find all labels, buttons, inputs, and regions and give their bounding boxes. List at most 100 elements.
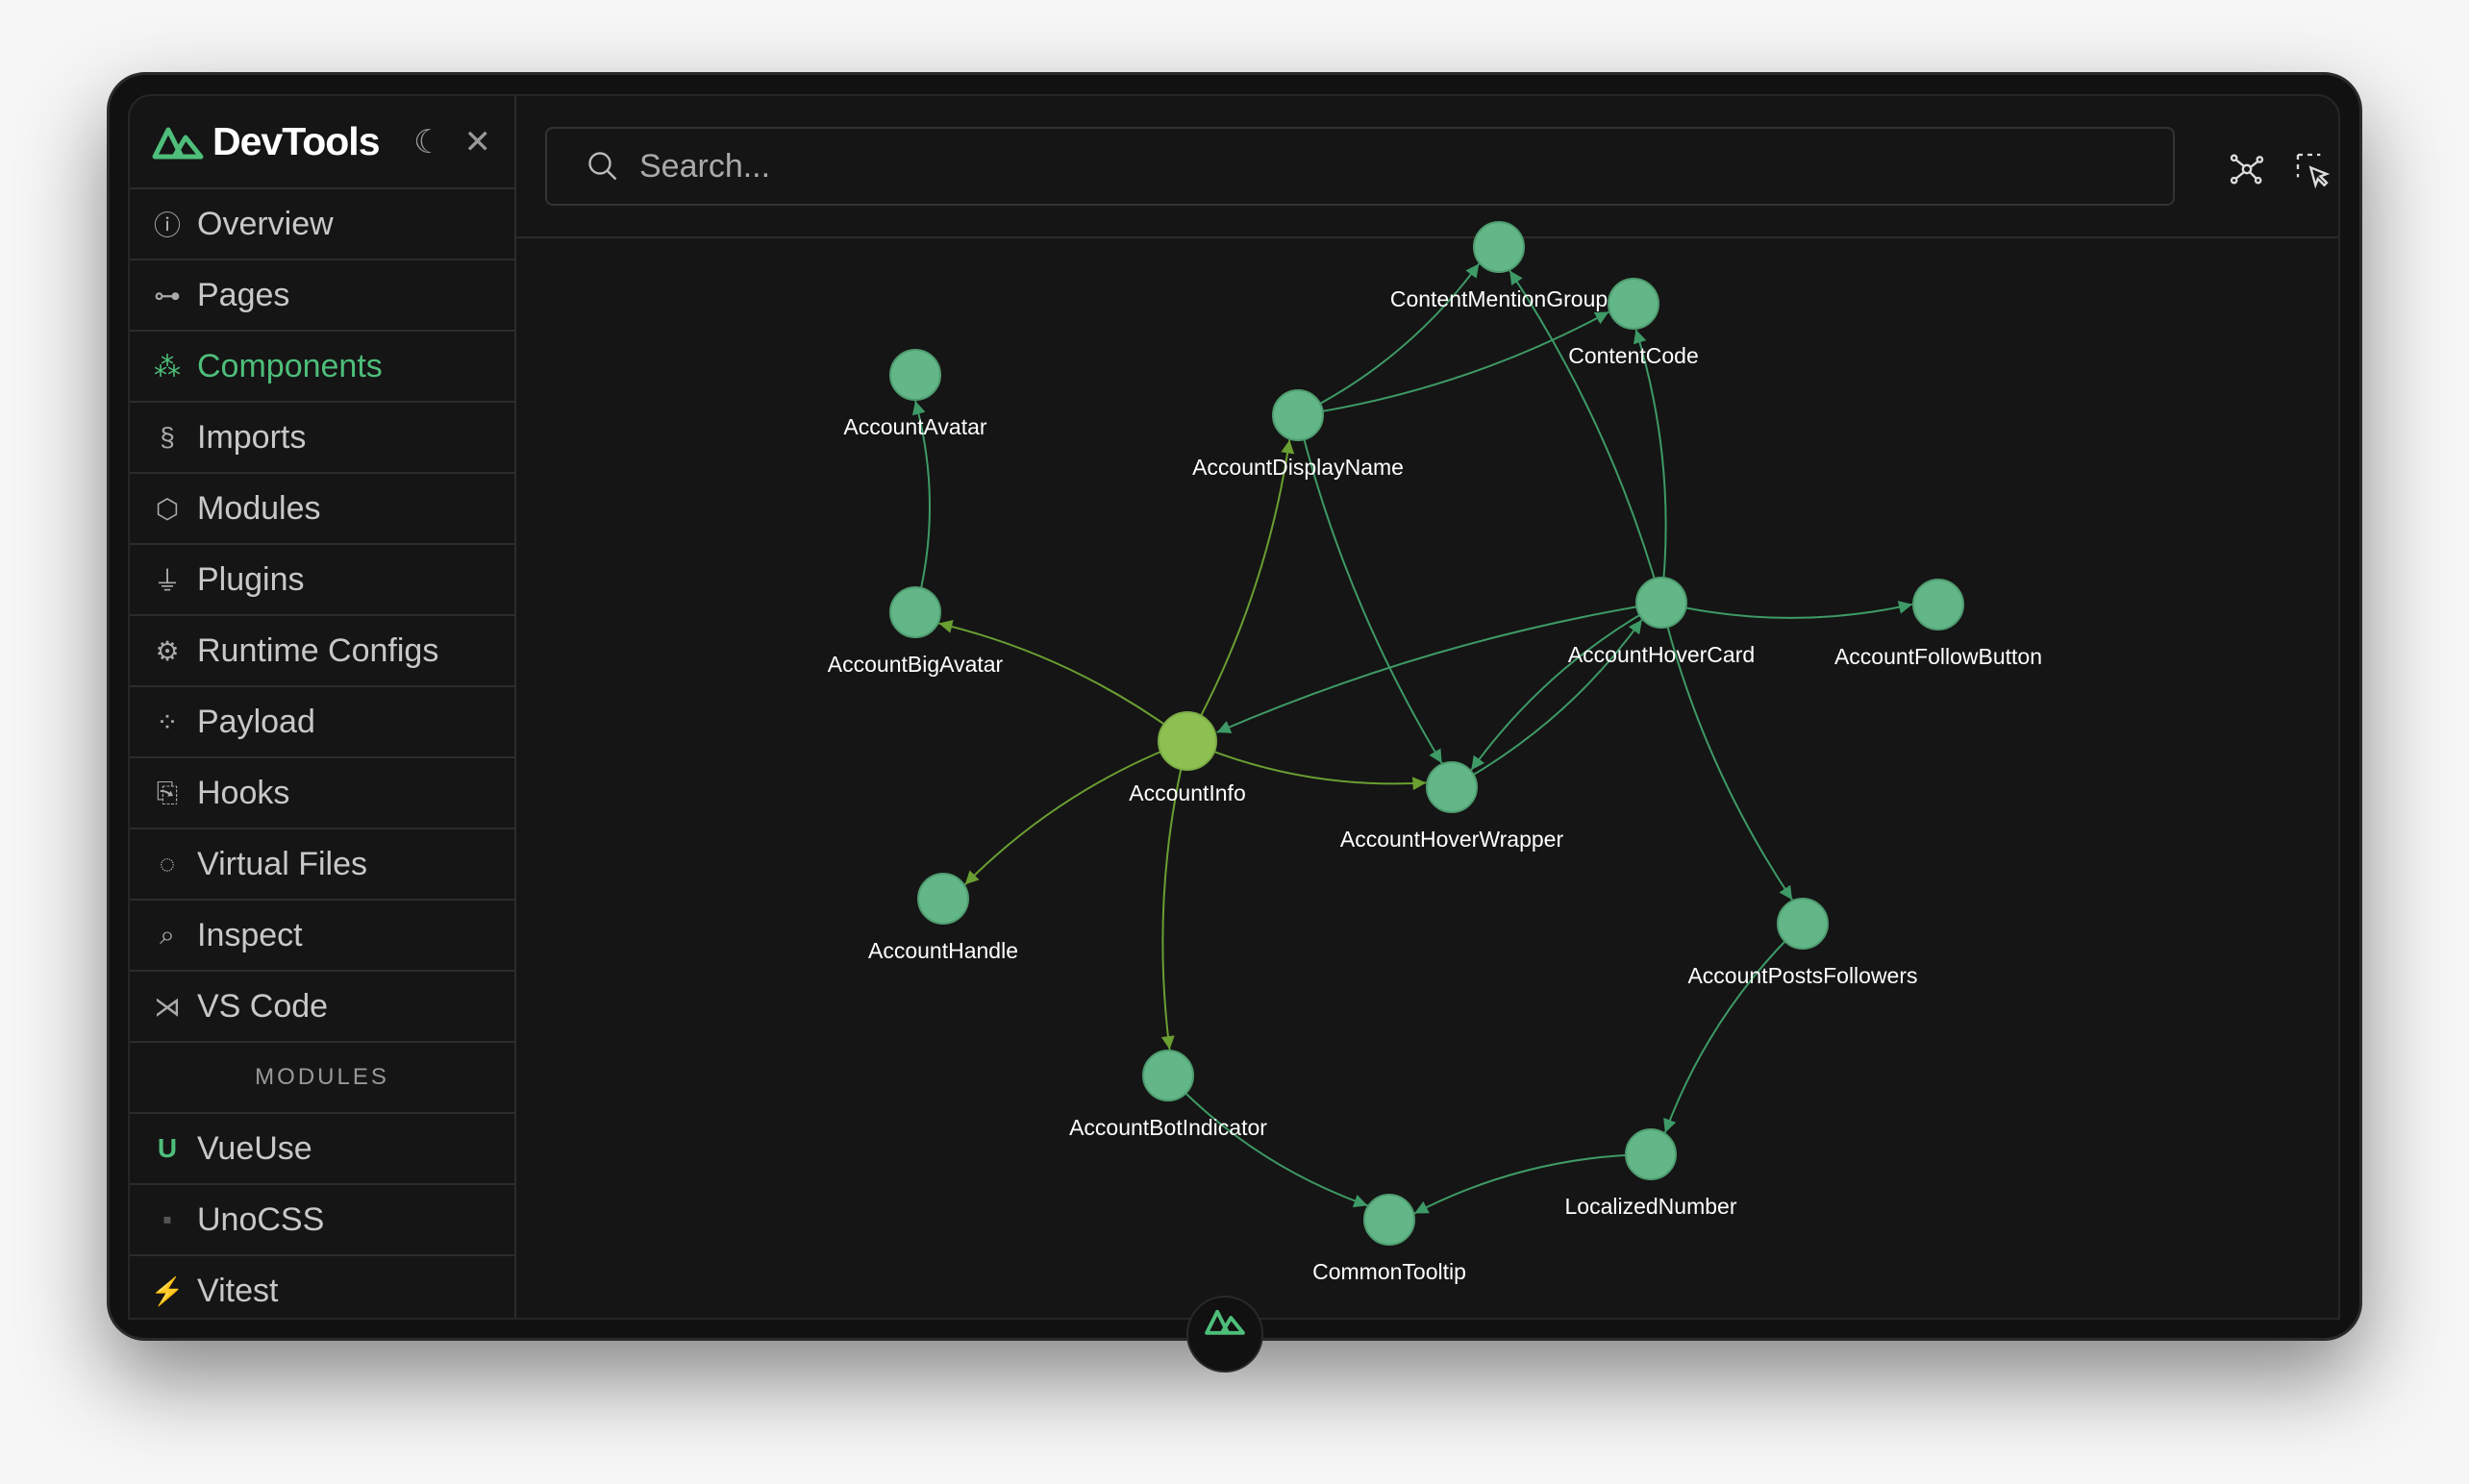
node-circle[interactable]: [1777, 898, 1829, 950]
sidebar-item-runtime-configs[interactable]: ⚙ Runtime Configs: [130, 616, 514, 687]
edge-AccountBigAvatar-AccountAvatar: [911, 400, 931, 613]
sidebar-item-vueuse[interactable]: U VueUse: [130, 1114, 514, 1185]
sidebar-item-pages[interactable]: ⊶ Pages: [130, 260, 514, 332]
sidebar-item-payload[interactable]: ⁘Payload: [130, 687, 514, 758]
edge-AccountBotIndicator-CommonTooltip: [1167, 1075, 1368, 1208]
node-circle[interactable]: [1625, 1128, 1677, 1180]
node-circle[interactable]: [889, 349, 941, 401]
node-label: AccountInfo: [1129, 780, 1245, 805]
node-circle[interactable]: [1635, 577, 1687, 629]
modules-icon: ⬡: [155, 493, 180, 524]
edge-AccountInfo-AccountDisplayName: [1186, 439, 1295, 742]
sidebar-item-label: Virtual Files: [197, 845, 367, 882]
graph-layout-icon[interactable]: [2228, 150, 2266, 188]
select-pointer-icon[interactable]: [2293, 150, 2332, 188]
tree-icon: ⊶: [154, 280, 181, 310]
graph-node[interactable]: AccountBotIndicator: [1069, 1050, 1267, 1140]
node-circle[interactable]: [1158, 711, 1217, 771]
topbar: [514, 96, 2338, 238]
gear-icon: ⚙: [155, 635, 180, 666]
graph-node[interactable]: ContentMentionGroup: [1390, 221, 1608, 311]
graph-node[interactable]: CommonTooltip: [1312, 1194, 1466, 1284]
nuxt-devtools-toggle-button[interactable]: [1186, 1296, 1263, 1373]
nuxt-logo-icon: [1205, 1309, 1245, 1335]
node-circle[interactable]: [1426, 761, 1478, 813]
nuxt-logo-icon: [152, 127, 204, 159]
node-circle[interactable]: [1473, 221, 1525, 273]
node-label: AccountBigAvatar: [828, 652, 1004, 677]
graph-node[interactable]: AccountFollowButton: [1834, 579, 2042, 669]
node-label: AccountHoverWrapper: [1340, 827, 1564, 852]
node-circle[interactable]: [917, 873, 969, 925]
sidebar-item-label: Imports: [197, 418, 307, 456]
graph-node[interactable]: AccountDisplayName: [1192, 389, 1404, 480]
vueuse-icon: U: [157, 1133, 178, 1163]
vscode-icon: ⋊: [154, 991, 181, 1022]
sidebar-item-vs-code[interactable]: ⋊ VS Code: [130, 972, 514, 1043]
graph-node[interactable]: AccountAvatar: [843, 349, 987, 439]
edge-AccountDisplayName-ContentMentionGroup: [1297, 262, 1481, 416]
components-icon: ⁂: [154, 351, 181, 382]
sidebar-item-components[interactable]: ⁂ Components: [130, 332, 514, 403]
search-input[interactable]: [637, 146, 2083, 186]
sidebar-item-label: VS Code: [197, 987, 329, 1025]
graph-node[interactable]: AccountHandle: [868, 873, 1018, 963]
vitest-icon: ⚡: [150, 1275, 185, 1306]
graph-node[interactable]: AccountHoverWrapper: [1340, 761, 1564, 852]
node-circle[interactable]: [1608, 278, 1659, 330]
sidebar-item-vitest[interactable]: ⚡ Vitest: [130, 1256, 514, 1318]
brand-header: DevTools ☾ ✕: [130, 96, 514, 189]
graph-node[interactable]: AccountInfo: [1129, 711, 1246, 805]
search-icon: ⌕: [160, 919, 175, 950]
close-icon[interactable]: ✕: [463, 123, 492, 161]
node-label: AccountDisplayName: [1192, 455, 1404, 480]
sidebar-item-modules[interactable]: ⬡Modules: [130, 474, 514, 545]
node-circle[interactable]: [889, 586, 941, 638]
sidebar-item-unocss[interactable]: ▪UnoCSS: [130, 1185, 514, 1256]
graph-node[interactable]: AccountBigAvatar: [828, 586, 1004, 677]
sidebar-item-label: Components: [197, 347, 383, 384]
edge-AccountInfo-AccountBotIndicator: [1160, 740, 1188, 1051]
sidebar-item-label: Runtime Configs: [197, 631, 439, 669]
node-label: AccountHandle: [868, 938, 1018, 963]
graph-node[interactable]: ContentCode: [1568, 278, 1699, 368]
sidebar-item-hooks[interactable]: ⎘Hooks: [130, 758, 514, 829]
sidebar-item-inspect[interactable]: ⌕Inspect: [130, 901, 514, 972]
app-title: DevTools: [212, 119, 380, 163]
graph-node[interactable]: AccountHoverCard: [1568, 577, 1755, 667]
node-circle[interactable]: [1363, 1194, 1415, 1246]
sidebar-item-virtual-files[interactable]: ◌ Virtual Files: [130, 829, 514, 901]
graph-node[interactable]: LocalizedNumber: [1565, 1128, 1737, 1219]
edge-AccountHoverWrapper-AccountHoverCard: [1451, 619, 1643, 788]
modules-section-label: MODULES: [130, 1043, 514, 1114]
sidebar-item-label: VueUse: [197, 1129, 312, 1167]
sidebar-item-label: Pages: [197, 276, 290, 313]
moon-icon[interactable]: ☾: [413, 123, 443, 161]
node-label: AccountAvatar: [843, 414, 987, 439]
edge-AccountInfo-AccountHandle: [963, 740, 1188, 886]
node-label: AccountPostsFollowers: [1687, 963, 1917, 988]
sidebar-item-imports[interactable]: §Imports: [130, 403, 514, 474]
node-circle[interactable]: [1272, 389, 1324, 441]
edge-LocalizedNumber-CommonTooltip: [1413, 1153, 1652, 1215]
node-label: ContentCode: [1568, 343, 1699, 368]
sidebar-item-label: Plugins: [197, 560, 305, 598]
node-label: AccountBotIndicator: [1069, 1115, 1267, 1140]
sidebar-item-label: Hooks: [197, 774, 290, 811]
sidebar-item-label: Vitest: [197, 1272, 279, 1309]
node-label: LocalizedNumber: [1565, 1194, 1737, 1219]
virtual-files-icon: ◌: [159, 849, 176, 878]
node-circle[interactable]: [1142, 1050, 1194, 1101]
edge-AccountDisplayName-AccountHoverWrapper: [1297, 414, 1443, 764]
node-label: AccountFollowButton: [1834, 644, 2042, 669]
node-circle[interactable]: [1912, 579, 1964, 631]
sidebar-item-plugins[interactable]: ⏚Plugins: [130, 545, 514, 616]
unocss-icon: ▪: [162, 1204, 172, 1234]
search-box[interactable]: [545, 127, 2175, 206]
graph-node[interactable]: AccountPostsFollowers: [1687, 898, 1918, 988]
edge-AccountHoverCard-AccountPostsFollowers: [1660, 602, 1793, 901]
